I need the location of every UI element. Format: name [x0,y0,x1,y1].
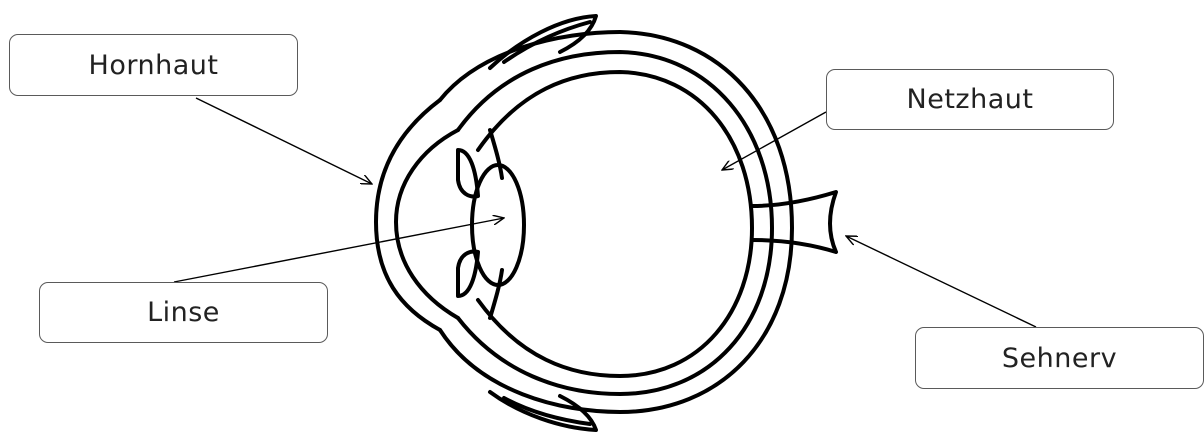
label-linse: Linse [39,282,328,343]
optic-nerve-outline [752,192,836,252]
label-sehnerv-text: Sehnerv [1002,343,1117,374]
cornea-inner-outline [396,130,458,318]
pointer-linse [174,218,504,282]
pointer-sehnerv [846,236,1036,327]
pointer-hornhaut [196,98,372,184]
label-netzhaut: Netzhaut [826,69,1114,130]
label-hornhaut-text: Hornhaut [89,50,219,81]
label-netzhaut-text: Netzhaut [907,84,1034,115]
ciliary-line-upper [490,130,502,178]
lens-outline [472,165,524,285]
pointer-netzhaut [722,112,826,170]
choroid-outline [458,52,772,394]
label-linse-text: Linse [147,297,220,328]
ciliary-line-lower [490,270,502,318]
retina-outline [478,72,752,376]
label-hornhaut: Hornhaut [9,34,298,96]
label-sehnerv: Sehnerv [915,327,1204,389]
